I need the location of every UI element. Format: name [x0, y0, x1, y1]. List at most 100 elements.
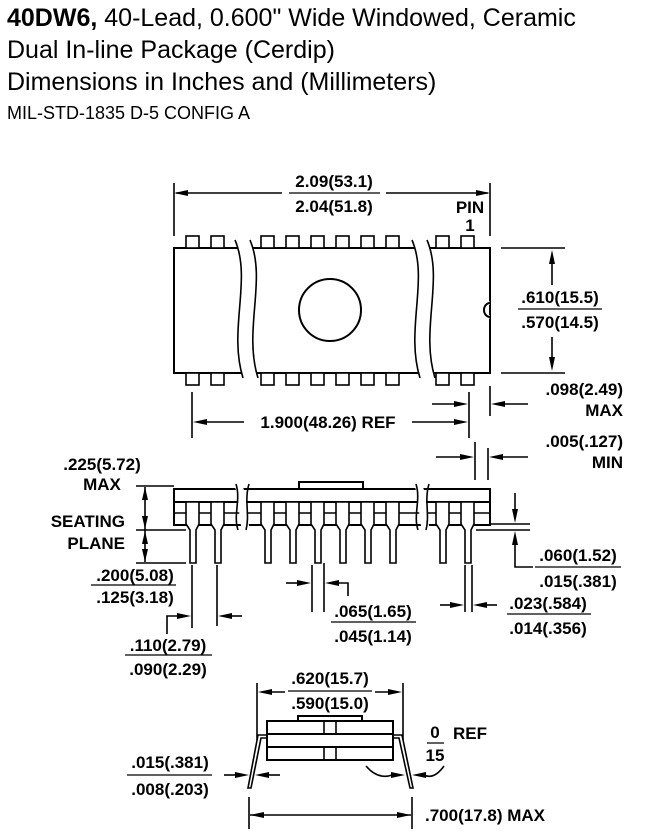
- lead-length-max-label: .200(5.08): [96, 566, 174, 585]
- pin: [260, 372, 275, 386]
- pin: [285, 235, 300, 249]
- title-description: 40-Lead, 0.600" Wide Windowed, Ceramic: [97, 4, 576, 32]
- row-span-label: 1.900(48.26) REF: [260, 413, 395, 432]
- pin1-notch: [483, 302, 491, 318]
- side-lead: [435, 501, 450, 564]
- break-line: [426, 239, 436, 379]
- shoulder-min-label: .045(1.14): [334, 627, 412, 646]
- pitch-max-label: .110(2.79): [130, 636, 207, 655]
- arrow-head: [297, 580, 311, 586]
- break-line: [235, 483, 239, 531]
- break-line: [234, 239, 244, 379]
- side-lead: [285, 501, 300, 564]
- pin: [335, 235, 350, 249]
- arrow-head: [177, 613, 191, 619]
- side-lead: [360, 501, 375, 564]
- arrow-head: [412, 772, 426, 778]
- pin1-label: PIN: [456, 198, 484, 217]
- pitch-min-label: .090(2.29): [129, 660, 207, 679]
- pin: [210, 235, 225, 249]
- pin: [210, 372, 225, 386]
- pin: [310, 235, 325, 249]
- arrow-head: [549, 357, 555, 371]
- break-line: [415, 483, 419, 531]
- side-lead: [260, 501, 275, 564]
- arrow-head: [142, 549, 148, 562]
- length-min-label: 2.04(51.8): [295, 197, 373, 216]
- arrow-head: [391, 772, 405, 778]
- end-body-mid: [266, 733, 394, 748]
- package-subtitle: Dual In-line Package (Cerdip): [7, 36, 335, 64]
- arrow-head: [255, 772, 269, 778]
- pin: [435, 235, 450, 249]
- side-lead: [310, 501, 325, 564]
- side-leads: [185, 501, 475, 564]
- arrow-head: [142, 531, 148, 544]
- pin: [360, 372, 375, 386]
- end-view: .620(15.7) .590(15.0) .015(.381) .008(.2…: [127, 669, 546, 829]
- standoff-max-label: .060(1.52): [539, 546, 617, 565]
- arrow-head: [489, 454, 503, 460]
- seating-label-a: SEATING: [51, 512, 125, 531]
- end-clearance-label: .098(2.49): [546, 380, 624, 399]
- side-lead: [210, 501, 225, 564]
- pin: [385, 372, 400, 386]
- end-body-upper: [266, 720, 394, 735]
- package-body-upper: [173, 488, 491, 503]
- side-view: .225(5.72) MAX SEATING PLANE .200(5.08) …: [51, 455, 621, 679]
- angle-arc: [365, 765, 393, 778]
- arrow-head: [397, 812, 411, 818]
- angle-note: REF: [453, 724, 487, 743]
- angle-max-label: 0: [430, 723, 439, 742]
- seating-label-b: PLANE: [67, 534, 125, 553]
- units-note: Dimensions in Inches and (Millimeters): [7, 68, 437, 96]
- mil-spec: MIL-STD-1835 D-5 CONFIG A: [7, 103, 251, 123]
- arrow-head: [250, 812, 264, 818]
- arrow-head: [454, 419, 468, 425]
- arrow-head: [476, 190, 490, 196]
- height-note: MAX: [83, 475, 121, 494]
- angle-min-label: 15: [426, 746, 445, 765]
- lead-width-max-label: .023(.584): [509, 594, 587, 613]
- pin: [460, 235, 475, 249]
- leader-line: [514, 545, 533, 568]
- package-title: 40DW6, 40-Lead, 0.600" Wide Windowed, Ce…: [7, 2, 576, 34]
- pin: [285, 372, 300, 386]
- side-lead: [335, 501, 350, 564]
- pin: [385, 235, 400, 249]
- pin: [310, 372, 325, 386]
- arrow-head: [460, 454, 474, 460]
- end-lead-label: .005(.127): [546, 432, 624, 451]
- width-min-label: .570(14.5): [521, 313, 599, 332]
- body-width-max-label: .620(15.7): [291, 669, 369, 688]
- leader-line: [335, 582, 349, 596]
- leader-line: [166, 615, 180, 634]
- break-line: [249, 239, 259, 379]
- pin: [460, 372, 475, 386]
- height-label: .225(5.72): [63, 455, 141, 474]
- arrow-head: [174, 190, 188, 196]
- arrow-head: [512, 531, 518, 545]
- pin: [260, 235, 275, 249]
- lead-width-min-label: .014(.356): [509, 619, 587, 638]
- pin: [185, 235, 200, 249]
- lead-length-min-label: .125(3.18): [96, 588, 174, 607]
- side-lead: [460, 501, 475, 564]
- body-width-min-label: .590(15.0): [291, 694, 369, 713]
- end-lead-right: [393, 734, 414, 789]
- arrow-head: [549, 250, 555, 264]
- standoff-min-label: .015(.381): [539, 572, 617, 591]
- pin: [185, 372, 200, 386]
- pin: [435, 372, 450, 386]
- end-body-lower: [266, 746, 394, 761]
- top-pins-row-upper: [185, 235, 475, 249]
- top-view: 2.09(53.1) 2.04(51.8) PIN 1 .610(15.5) .…: [173, 172, 624, 480]
- arrow-head: [450, 602, 464, 608]
- package-body-top: [173, 247, 491, 374]
- break-line: [425, 483, 430, 531]
- break-line: [411, 239, 421, 379]
- lead-thickness-min-label: .008(.203): [131, 780, 209, 799]
- arrow-head: [454, 401, 468, 407]
- end-lead-left: [247, 734, 267, 789]
